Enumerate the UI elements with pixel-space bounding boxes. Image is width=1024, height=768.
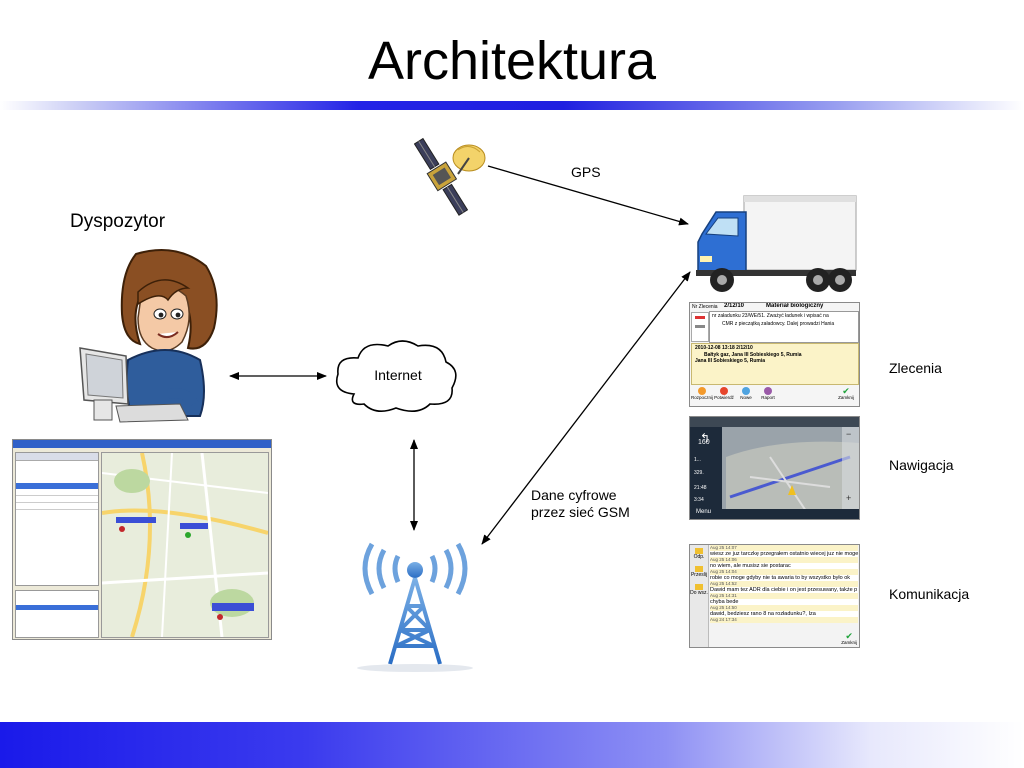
report-icon xyxy=(764,387,772,395)
orders-stop-line1: 2010-12-08 13:18 2/12/10 xyxy=(695,345,753,351)
nav-d2: 329. xyxy=(694,470,704,476)
message-text: robie co moge gdyby nie ta awaria to by … xyxy=(710,575,858,581)
gsm-label: Dane cyfrowe przez sieć GSM xyxy=(531,487,630,521)
message-text: dawid, bedziesz rano 8 na rozładunku?, I… xyxy=(710,611,858,617)
chat-reply-button[interactable]: Odp. xyxy=(693,554,705,560)
gsm-label-line1: Dane cyfrowe xyxy=(531,487,617,503)
orders-stop-line2: Bałtyk gaz, Jana III Sobieskiego 5, Rumi… xyxy=(704,352,802,358)
orders-header-title: Materiał biologiczny xyxy=(766,303,824,309)
message-text: chyba bede xyxy=(710,599,858,605)
gps-label: GPS xyxy=(571,164,601,180)
confirm-icon xyxy=(720,387,728,395)
chat-close-button[interactable]: ✔ Zamknij xyxy=(841,631,857,646)
orders-start-button[interactable]: Rozpocznij xyxy=(691,387,713,404)
orders-header-left: Nr Zlecenia xyxy=(692,304,718,310)
orders-toolbar: Rozpocznij Potwierdź Nowe Raport ✔Zamkni… xyxy=(691,387,857,404)
chat-sidebar: Odp. Przeslij Do wsz. xyxy=(690,545,709,647)
orders-description-line2: CMR z pieczątką załadowcy. Dalej prowadz… xyxy=(722,321,835,327)
truck-icon xyxy=(696,195,857,292)
zoom-in-icon[interactable]: + xyxy=(846,493,852,503)
forward-icon xyxy=(695,566,703,572)
new-icon xyxy=(742,387,750,395)
start-icon xyxy=(698,387,706,395)
nav-time2: 3:34 xyxy=(694,497,704,503)
message-time: Aug 25 14:07 xyxy=(710,545,858,551)
orders-description: nr załadunku 23/WE/51. Zważyć ładunek i … xyxy=(709,311,859,343)
message-time: Aug 25 14:52 xyxy=(710,581,858,587)
vehicle-list[interactable] xyxy=(15,452,99,586)
chat-messages: Aug 25 14:07 wiesz ze juz tarczkę przegr… xyxy=(710,545,858,623)
message-time: Aug 25 14:31 xyxy=(710,593,858,599)
message-time: Aug 25 14:50 xyxy=(710,605,858,611)
internet-cloud-icon: Internet xyxy=(335,340,457,412)
dispatcher-label: Dyspozytor xyxy=(70,211,166,232)
nav-d1: 1... xyxy=(694,457,701,463)
orders-label: Zlecenia xyxy=(889,360,942,376)
nav-menu-button[interactable]: Menu xyxy=(696,509,712,515)
dispatcher-icon xyxy=(79,249,218,423)
footer-band xyxy=(0,722,1024,768)
gsm-label-line2: przez sieć GSM xyxy=(531,504,630,520)
navigation-label: Nawigacja xyxy=(889,457,954,473)
chat-forward-button[interactable]: Przeslij xyxy=(690,572,708,578)
nav-distance: 160 xyxy=(698,439,710,446)
zoom-out-icon[interactable]: − xyxy=(846,429,852,439)
gps-arrow xyxy=(487,165,689,226)
check-icon: ✔ xyxy=(842,386,850,396)
message-time: Aug 25 14:04 xyxy=(710,569,858,575)
orders-header-date: 2/12/10 xyxy=(724,303,745,309)
orders-screen: Nr Zlecenia 2/12/10 Materiał biologiczny… xyxy=(689,302,860,407)
message-text: wiesz ze juz tarczkę przegrałem ostatnio… xyxy=(710,551,859,557)
navigation-screen: ↰ 160 1... 329. 21:48 3:34 Menu − + xyxy=(689,416,860,520)
gsm-tower-icon xyxy=(357,542,473,672)
orders-description-line1: nr załadunku 23/WE/51. Zważyć ładunek i … xyxy=(712,313,829,319)
message-text: no wiem, ale musisz sie postarac xyxy=(710,563,858,569)
window-titlebar xyxy=(13,440,271,448)
orders-close-button[interactable]: ✔Zamknij xyxy=(835,387,857,404)
orders-stop-item[interactable]: 2010-12-08 13:18 2/12/10 Bałtyk gaz, Jan… xyxy=(691,343,859,385)
message-time: Aug 24 17:34 xyxy=(710,617,858,623)
orders-side-buttons[interactable] xyxy=(691,312,709,342)
message-time: Aug 25 14:06 xyxy=(710,557,858,563)
orders-list[interactable] xyxy=(15,590,99,638)
communication-label: Komunikacja xyxy=(889,586,970,602)
chat-broadcast-button[interactable]: Do wsz. xyxy=(690,590,708,596)
orders-report-button[interactable]: Raport xyxy=(757,387,779,404)
chat-screen: Odp. Przeslij Do wsz. Aug 25 14:07 wiesz… xyxy=(689,544,860,648)
orders-confirm-button[interactable]: Potwierdź xyxy=(713,387,735,404)
gsm-arrow xyxy=(481,271,691,545)
orders-new-button[interactable]: Nowe xyxy=(735,387,757,404)
orders-stop-line3: Jana III Sobieskiego 5, Rumia xyxy=(695,358,766,364)
internet-label: Internet xyxy=(374,367,422,383)
message-text: Dawid mam tez ADR dla ciebie i on jest p… xyxy=(710,587,858,593)
city-map[interactable] xyxy=(101,452,269,638)
reply-icon xyxy=(695,548,703,554)
dispatcher-map-screenshot xyxy=(12,439,272,640)
turn-left-icon: ↰ xyxy=(700,431,711,445)
slide-title: Architektura xyxy=(367,31,657,91)
nav-time1: 21:48 xyxy=(694,485,707,491)
satellite-icon xyxy=(414,137,486,216)
title-underline xyxy=(0,101,1024,110)
check-icon: ✔ xyxy=(845,631,853,641)
broadcast-icon xyxy=(695,584,703,590)
